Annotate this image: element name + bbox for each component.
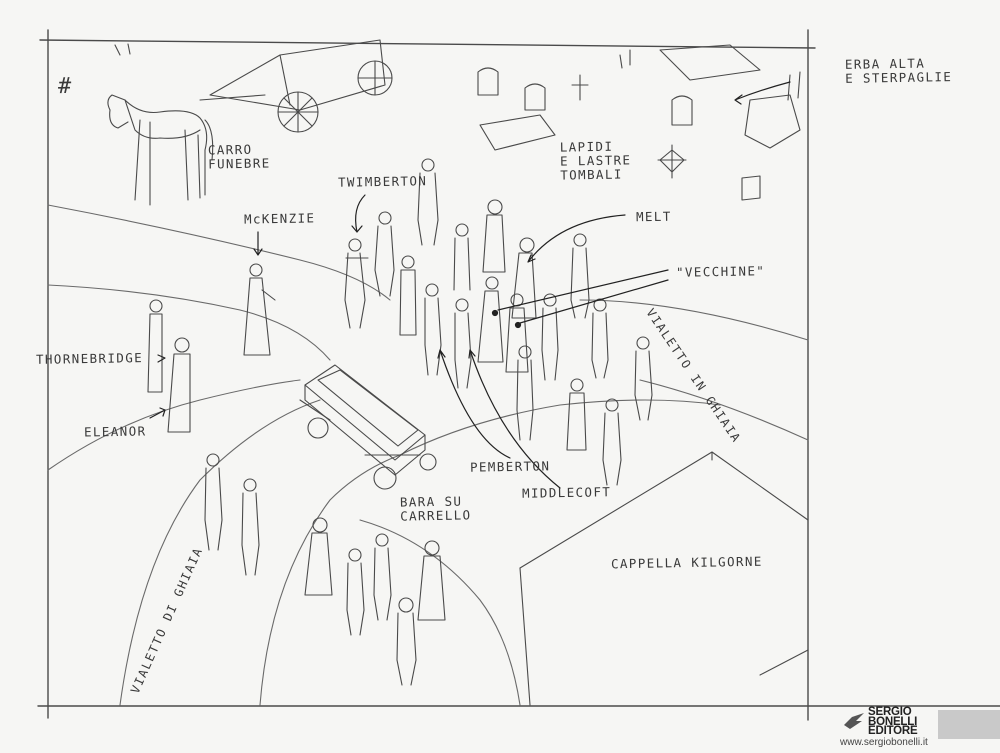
kilgorne-chapel	[519, 451, 809, 706]
frame-marker: #	[57, 73, 73, 100]
annotation-arrows	[149, 81, 791, 489]
publisher-name: SERGIO BONELLI EDITORE	[868, 706, 918, 737]
label-carro-funebre: CARRO FUNEBRE	[207, 141, 271, 172]
label-twimberton: TWIMBERTON	[337, 173, 428, 190]
publisher-watermark: SERGIO BONELLI EDITORE www.sergiobonelli…	[838, 706, 1000, 753]
gravel-paths	[47, 204, 809, 706]
label-cappella: CAPPELLA KILGORNE	[610, 553, 763, 572]
publisher-url: www.sergiobonelli.it	[840, 737, 928, 748]
label-melt: MELT	[635, 208, 672, 225]
watermark-box	[938, 710, 1000, 739]
label-thornebridge: THORNEBRIDGE	[35, 350, 144, 367]
bird-logo-icon	[844, 713, 864, 729]
label-middlecoft: MIDDLECOFT	[521, 484, 612, 501]
mourner-figures	[147, 158, 653, 686]
label-lapidi: LAPIDI E LASTRE TOMBALI	[559, 138, 632, 183]
hearse-carriage	[114, 39, 393, 133]
horse	[107, 94, 214, 206]
label-erba: ERBA ALTA E STERPAGLIE	[844, 55, 953, 86]
label-eleanor: ELEANOR	[83, 423, 147, 440]
coffin-cart	[299, 364, 437, 490]
label-vecchine: "VECCHINE"	[675, 263, 766, 280]
label-mckenzie: McKENZIE	[243, 210, 316, 227]
label-pemberton: PEMBERTON	[469, 458, 551, 475]
label-bara: BARA SU CARRELLO	[399, 493, 472, 524]
panel-frame	[37, 29, 1000, 721]
tombstones	[477, 44, 801, 201]
